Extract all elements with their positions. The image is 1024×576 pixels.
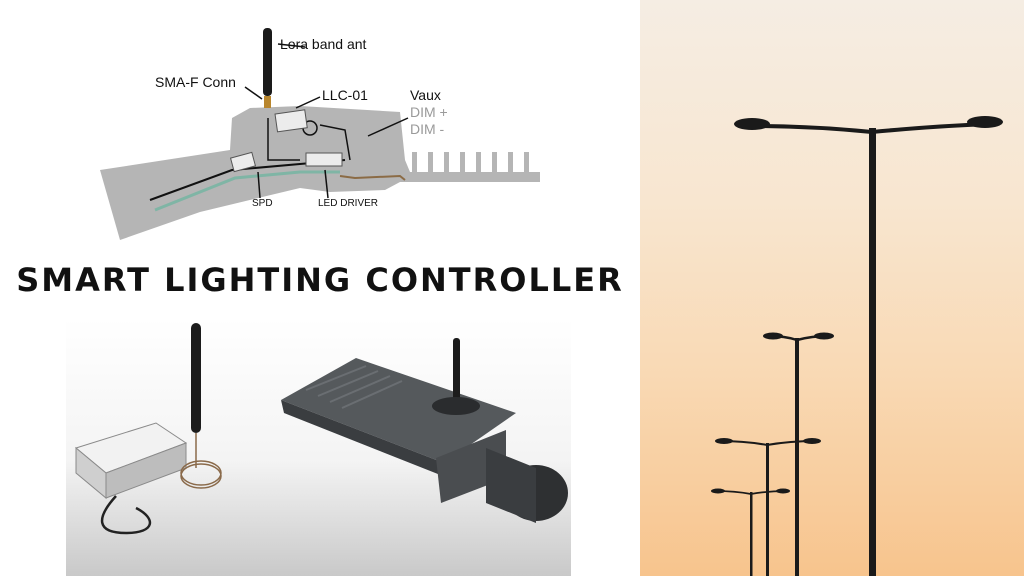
wire-vaux (319, 124, 351, 161)
antenna-icon (180, 323, 222, 489)
headline: SMART LIGHTING CONTROLLER (16, 261, 624, 299)
label-dim-plus: DIM + (410, 104, 448, 120)
street-light-fixture-icon (281, 338, 568, 523)
street-lamp-pole-icon (734, 116, 1003, 576)
label-dim-minus: DIM - (410, 121, 445, 137)
product-photo (66, 318, 571, 576)
wire-green (154, 170, 340, 212)
spd-module (229, 151, 257, 173)
antenna-icon (263, 28, 272, 108)
street-lamp-pole-icon (711, 488, 790, 576)
label-led-driver: LED DRIVER (318, 198, 379, 209)
left-panel: Lora band ant SMA-F Conn LLC-01 Vaux DIM… (16, 28, 624, 576)
label-controller: LLC-01 (322, 87, 368, 103)
heat-sink-fins (412, 152, 529, 174)
street-lamp-pole-icon (715, 438, 821, 576)
wire-controller (267, 118, 300, 161)
led-driver-module (305, 152, 343, 167)
controller-box-icon (274, 109, 308, 133)
luminaire-diagram (100, 28, 540, 240)
controller-box-icon (74, 422, 188, 535)
label-vaux: Vaux (410, 87, 441, 103)
label-spd: SPD (252, 198, 273, 209)
label-antenna: Lora band ant (280, 36, 367, 52)
wire-brown (339, 174, 406, 181)
sunset-street-lamps-photo (640, 0, 1024, 576)
street-lamp-pole-icon (763, 332, 834, 576)
label-connector: SMA-F Conn (155, 74, 236, 90)
